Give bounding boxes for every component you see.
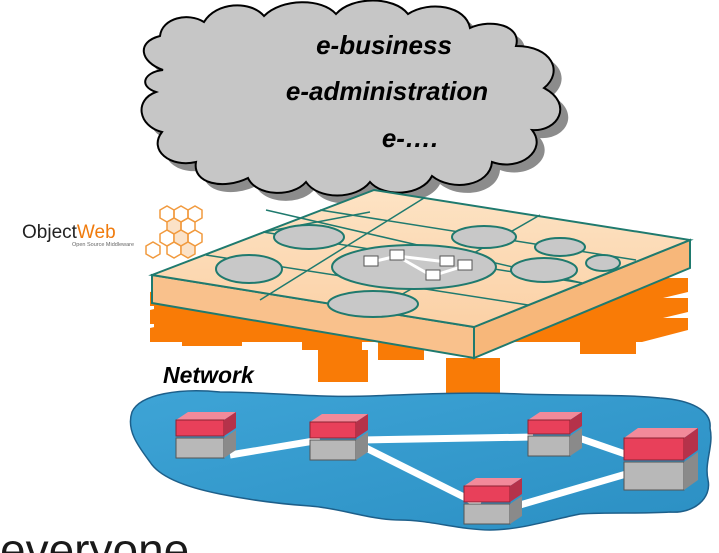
component-ellipse: [273, 224, 345, 250]
network-node: [527, 412, 582, 457]
middleware-platform: [148, 188, 694, 360]
cloud-line-2: e-administration: [286, 76, 488, 106]
mini-node: [389, 249, 405, 261]
logo-tagline: Open Source Middleware: [72, 242, 134, 248]
hexagon-cluster-icon: [145, 205, 203, 259]
cloud-line-1: e-business: [316, 30, 452, 60]
bar-leg: [580, 318, 636, 354]
component-ellipse: [215, 254, 283, 284]
logo-wordmark: ObjectWeb: [22, 222, 116, 243]
cloud: e-business e-administration e-….: [140, 0, 569, 204]
network-node: [309, 414, 368, 461]
footer-text: everyone: [0, 524, 189, 553]
component-ellipse: [451, 225, 517, 249]
component-ellipse: [510, 257, 578, 283]
logo-name-part1: Object: [22, 222, 78, 243]
network: [129, 390, 712, 531]
network-links: [229, 433, 641, 509]
logo-name-part2: Web: [77, 222, 116, 243]
mini-node: [457, 259, 473, 271]
bar-leg: [446, 358, 500, 396]
network-node: [463, 478, 522, 525]
mini-node: [439, 255, 455, 267]
component-ellipse: [327, 290, 419, 318]
mini-node: [425, 269, 441, 281]
mini-node: [363, 255, 379, 267]
component-ellipse: [585, 254, 621, 272]
cloud-line-3: e-….: [382, 123, 438, 153]
cloud-body: [140, 0, 562, 197]
bar-leg: [318, 350, 368, 382]
objectweb-logo: ObjectWeb Open Source Middleware: [22, 205, 203, 259]
center-mini-network: [363, 249, 473, 281]
component-ellipse: [534, 237, 586, 257]
network-label: Network: [163, 362, 255, 388]
network-node: [175, 412, 236, 459]
network-node: [623, 428, 698, 491]
